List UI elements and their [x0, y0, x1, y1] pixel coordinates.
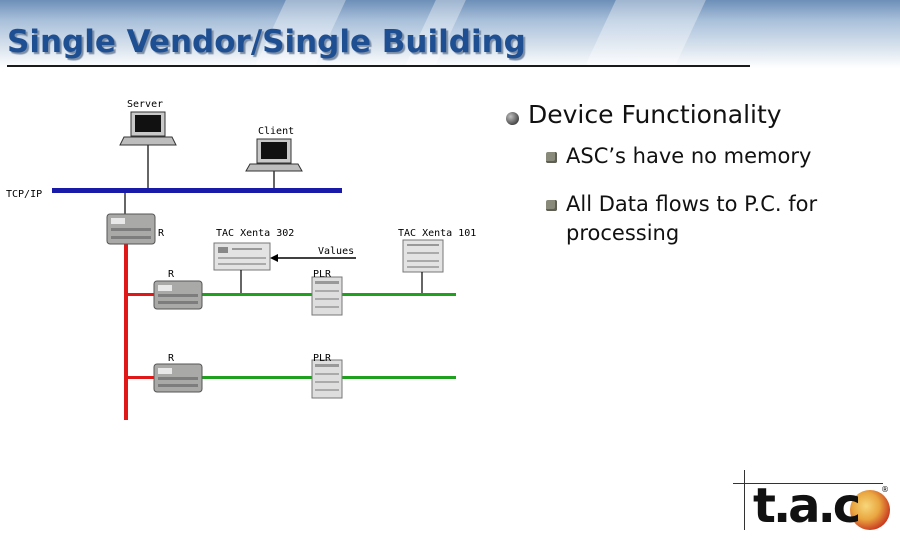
bullet-item: All Data flows to P.C. for processing — [566, 192, 818, 245]
xenta-302-label: TAC Xenta 302 — [216, 228, 294, 239]
plr-device-icon — [311, 359, 343, 399]
router-label: R — [158, 228, 165, 239]
logo-crosshair-horizontal — [733, 483, 883, 484]
tcpip-network-line — [52, 188, 342, 193]
server-label: Server — [127, 99, 163, 110]
square-bullet-icon — [546, 152, 557, 163]
xenta-302-device-icon — [213, 242, 271, 271]
registered-mark: ® — [881, 485, 889, 494]
router-label: R — [168, 353, 175, 364]
banner-highlight — [584, 0, 706, 68]
bus-branch-1 — [124, 293, 154, 296]
tac-logo: t.a.c — [753, 478, 861, 534]
bus-branch-2 — [124, 376, 154, 379]
plr-device-icon — [311, 276, 343, 316]
router-device-icon — [153, 280, 203, 310]
router-label: R — [168, 269, 175, 280]
plr-label: PLR — [313, 353, 332, 364]
client-label: Client — [258, 126, 294, 137]
square-bullet-icon — [546, 200, 557, 211]
title-banner — [0, 0, 900, 68]
tcpip-label: TCP/IP — [6, 189, 42, 200]
controller-bus-line — [124, 244, 128, 420]
title-underline — [7, 65, 750, 67]
logo-crosshair-vertical — [744, 470, 745, 530]
plr-label: PLR — [313, 269, 332, 280]
bullet-item: ASC’s have no memory — [566, 144, 812, 168]
slide-title: Single Vendor/Single Building — [7, 24, 526, 60]
xenta-101-label: TAC Xenta 101 — [398, 228, 476, 239]
bullet-heading: Device Functionality — [528, 100, 782, 129]
client-computer-icon — [245, 138, 303, 172]
values-arrow-head — [270, 254, 278, 262]
values-label: Values — [318, 246, 354, 257]
xenta-101-device-icon — [402, 239, 444, 273]
network-diagram: Server Client TCP/IP R R R TAC Xenta 302… — [6, 99, 476, 420]
heading-bullet-icon — [506, 112, 519, 125]
tac-logo-dot-icon — [850, 490, 890, 530]
router-device-icon — [153, 363, 203, 393]
router-device-icon — [106, 213, 156, 245]
server-computer-icon — [119, 111, 177, 146]
